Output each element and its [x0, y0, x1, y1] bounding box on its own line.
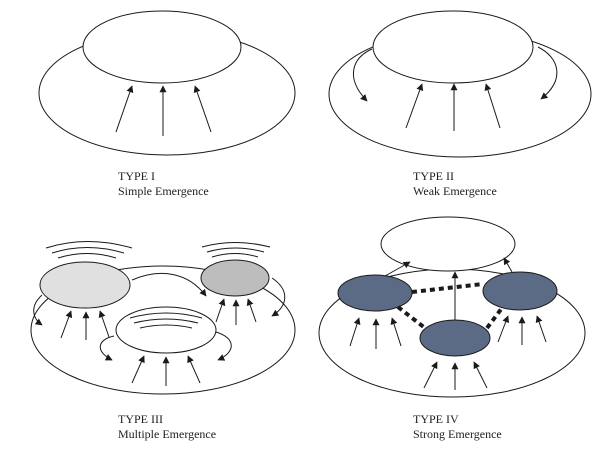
type-3-label: TYPE III: [118, 412, 163, 426]
type-1-panel: [38, 10, 296, 156]
vibration-lines: [201, 242, 271, 248]
type-3-caption: Multiple Emergence: [118, 427, 216, 441]
upward-arrow: [246, 298, 257, 323]
type-4-caption: Strong Emergence: [413, 427, 502, 441]
upward-arrow: [405, 83, 424, 129]
emergent-level-ellipse: [82, 10, 242, 84]
feedback-arrow: [99, 335, 115, 361]
upward-arrow: [193, 85, 212, 133]
downward-feedback-arrow-right: [537, 46, 558, 100]
downward-feedback-arrow-left: [352, 48, 373, 102]
vibration-lines: [211, 253, 259, 258]
vibration-lines: [133, 318, 199, 324]
upward-arrow: [215, 298, 226, 323]
vibration-lines: [139, 324, 193, 329]
type-2-caption: Weak Emergence: [413, 184, 497, 198]
dashed-link: [396, 305, 427, 330]
type-2-panel: [328, 10, 592, 158]
node-bottom: [419, 319, 491, 357]
upward-arrow: [60, 310, 73, 339]
dashed-link: [411, 282, 484, 294]
node-left: [337, 274, 413, 312]
upward-arrow: [115, 85, 134, 133]
emergent-level-ellipse: [380, 216, 516, 272]
emergent-node-right: [200, 259, 270, 297]
base-level-ellipse: [30, 265, 296, 395]
upward-arrow: [497, 315, 510, 343]
type-1-caption: Simple Emergence: [118, 184, 209, 198]
type-4-label: TYPE IV: [413, 412, 459, 426]
type-2-label: TYPE II: [413, 169, 454, 183]
upward-arrow: [349, 317, 361, 347]
type-4-panel: [318, 216, 586, 398]
emergent-node-left: [39, 261, 131, 309]
vibration-lines: [206, 247, 265, 253]
feedback-arrow: [215, 331, 232, 361]
upward-arrow: [503, 257, 513, 273]
upward-arrow: [535, 315, 547, 343]
dashed-link: [485, 306, 504, 330]
type-3-panel: [30, 241, 296, 395]
upward-arrow: [98, 310, 110, 338]
upward-arrow: [187, 355, 201, 384]
upward-arrow: [473, 361, 488, 389]
node-right: [482, 271, 558, 311]
upward-arrow: [423, 361, 438, 389]
vibration-lines: [51, 247, 125, 254]
vibration-lines: [45, 241, 133, 249]
vibration-lines: [57, 253, 117, 259]
upward-arrow: [131, 355, 145, 384]
upward-arrow: [390, 317, 402, 347]
feedback-arrow: [33, 294, 43, 326]
feedback-arrow: [131, 273, 207, 297]
vibration-lines: [129, 312, 203, 319]
emergent-level-ellipse: [372, 10, 534, 84]
type-1-label: TYPE I: [118, 169, 155, 183]
emergent-node-center: [115, 306, 217, 354]
feedback-arrow: [271, 277, 286, 317]
upward-arrow: [384, 261, 411, 277]
upward-arrow: [484, 83, 501, 129]
